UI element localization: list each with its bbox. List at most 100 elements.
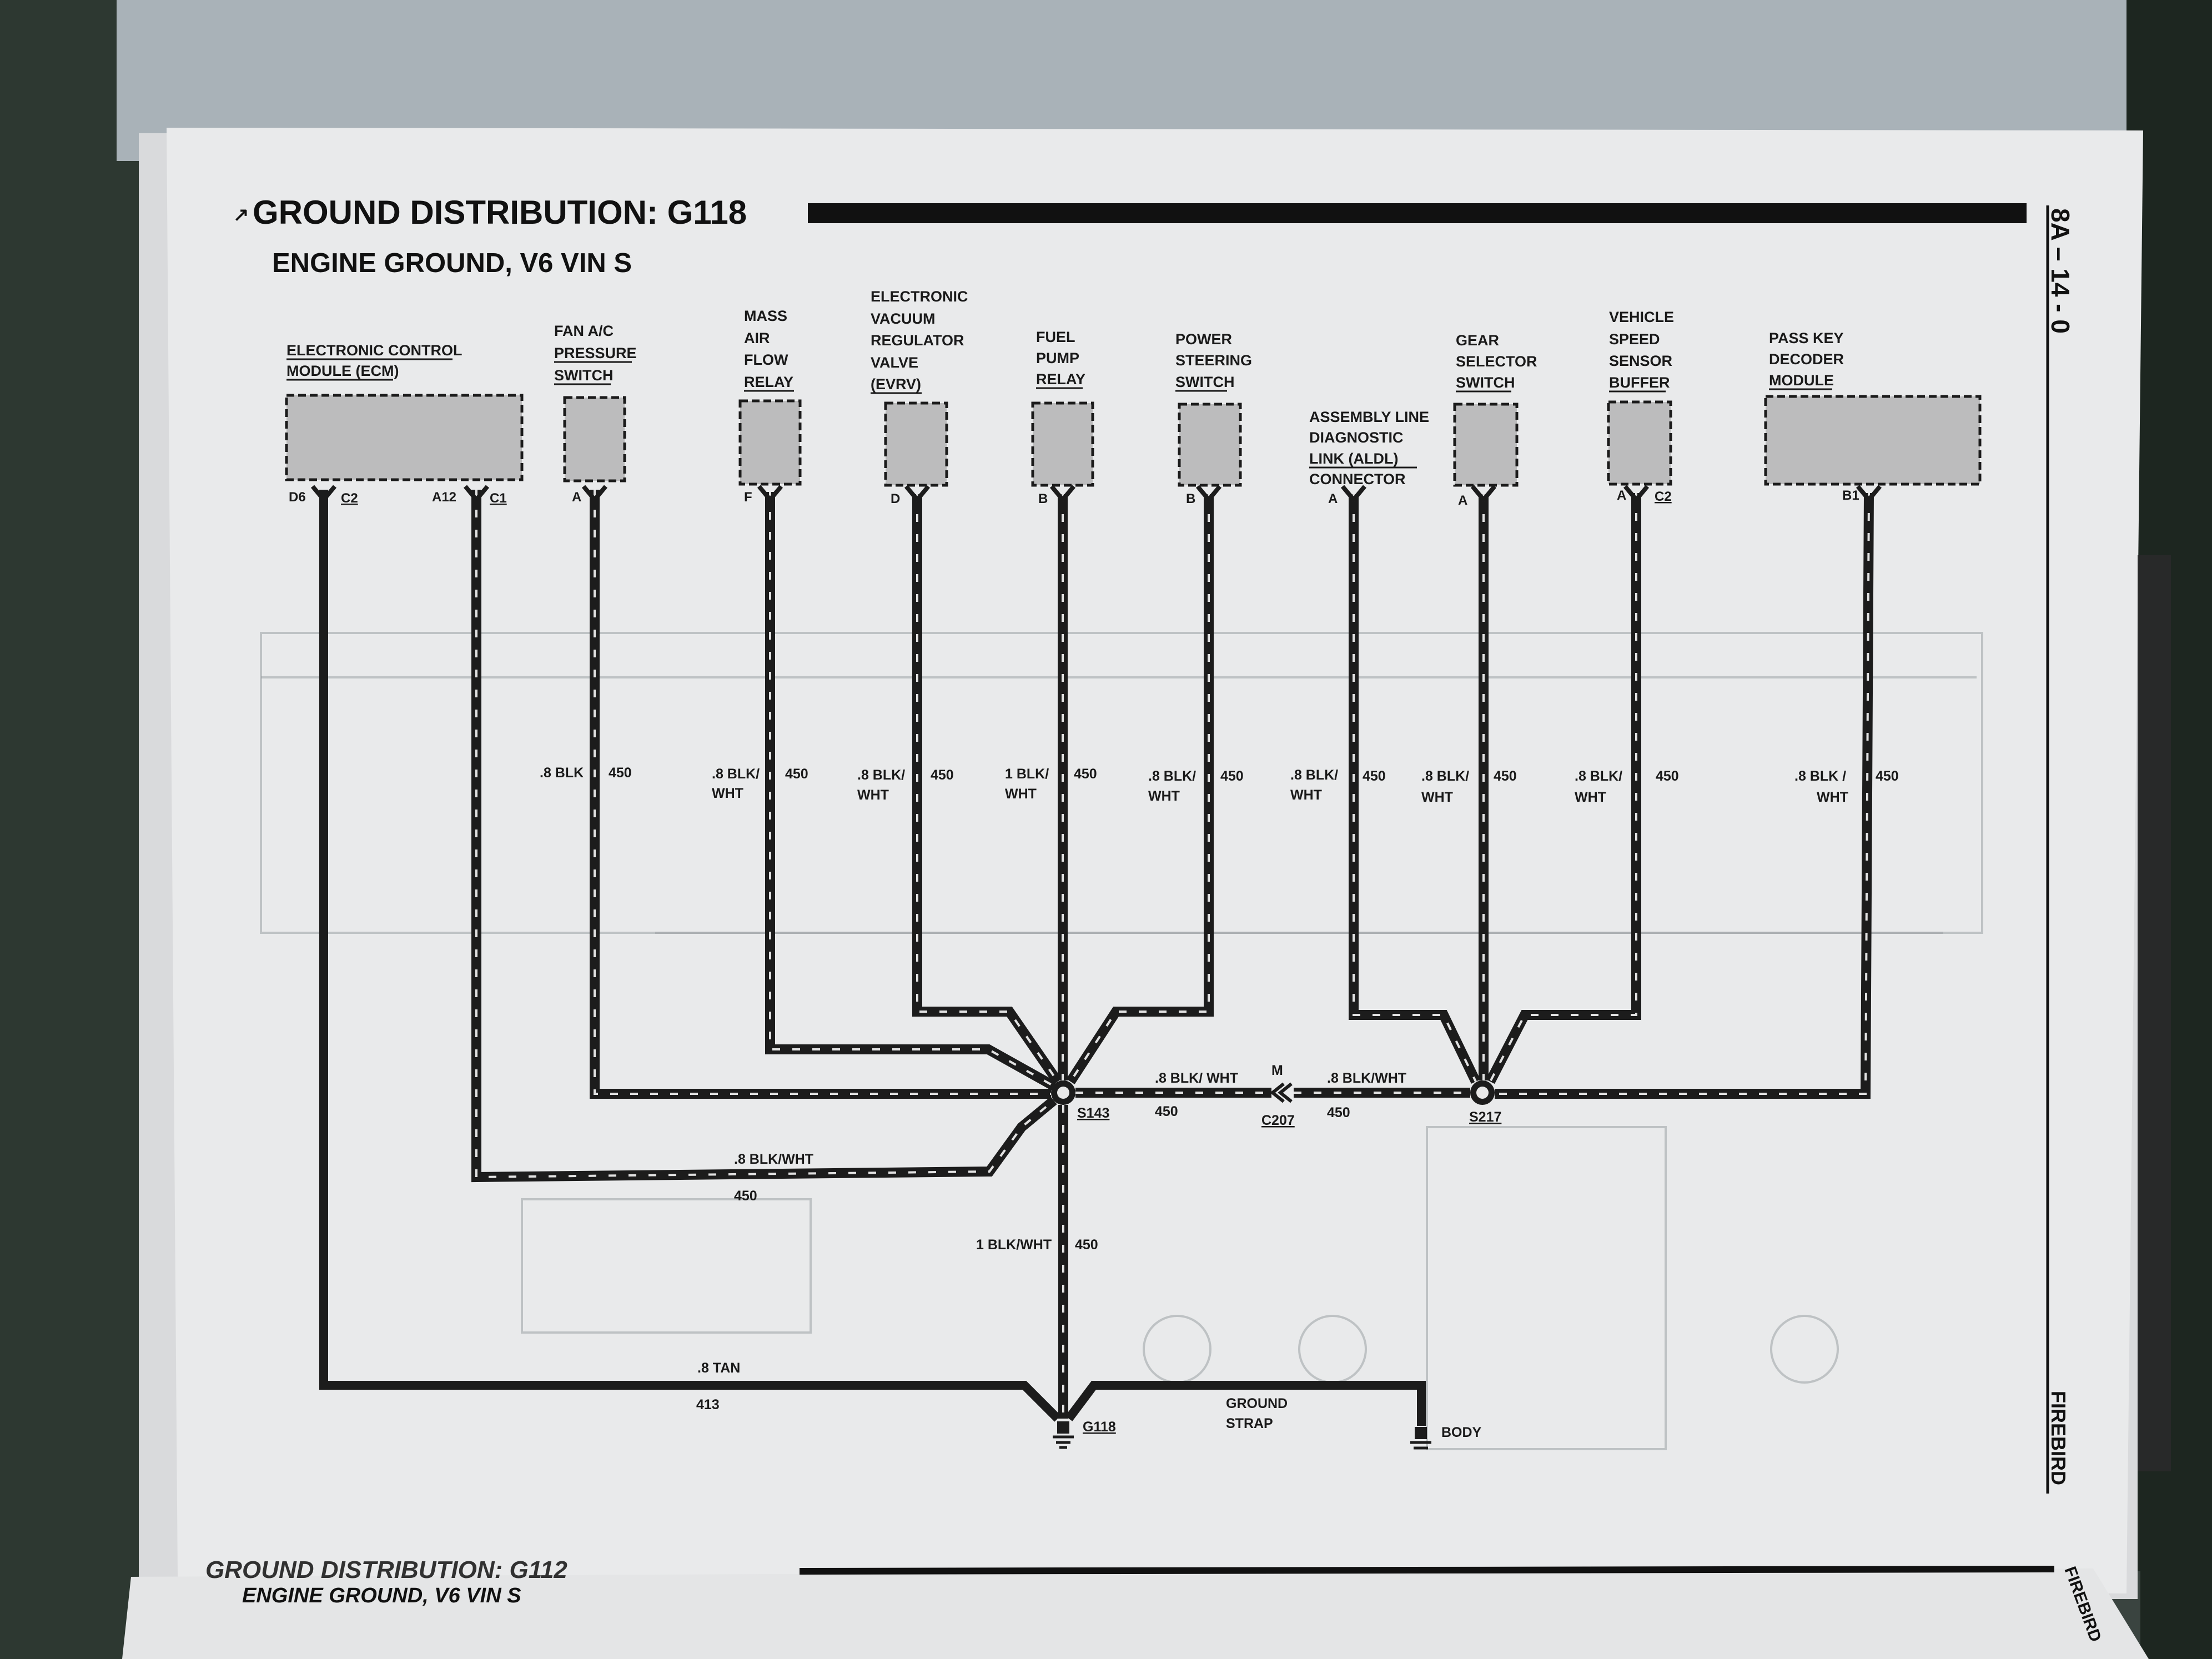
wire-gauge-label: .8 BLK/WHT [734,1152,813,1167]
component-label: SPEED [1609,331,1660,348]
wire-gauge-label: .8 BLK/ [1421,768,1469,784]
component-pass-key-decoder-module: PASS KEY DECODER MODULE B1 [1764,330,1982,503]
pin-arrow-gear-selector-icon [1470,485,1497,504]
component-label: SWITCH [1175,374,1234,390]
component-power-steering-switch: POWER STEERING SWITCH B [1175,331,1252,506]
wire-gauge-label: .8 BLK/ [1575,768,1622,784]
component-label: LINK (ALDL) [1309,450,1398,467]
wire-color-label: WHT [857,787,889,803]
connector-c207: M C207 [1261,1063,1295,1128]
splice-s143: S143 [1051,1080,1109,1121]
pin-arrow-vss-icon [1623,485,1650,504]
pin-label: A [1458,493,1467,508]
wire-color-label: WHT [1148,788,1180,804]
pin-arrow-power-steering-icon [1195,485,1222,504]
pin-label: D6 [289,490,306,505]
wire-circuit-label: 413 [696,1397,720,1412]
pin-label: B [1038,491,1048,506]
wire-gauge-label: .8 BLK/ [1290,767,1338,783]
page-paper [167,128,2143,1593]
component-label: VACUUM [871,310,936,327]
component-evrv: ELECTRONIC VACUUM REGULATOR VALVE (EVRV)… [871,288,968,506]
wire-circuit-label: 450 [1363,768,1386,784]
wire-gauge-label: .8 BLK [540,765,584,781]
ground-label: G118 [1083,1419,1116,1435]
wire-gauge-label: .8 BLK/WHT [1327,1070,1406,1086]
pin-arrow-fan-ac-icon [581,485,608,504]
component-label: VEHICLE [1609,309,1674,325]
splice-label: S217 [1469,1109,1501,1125]
component-label: RELAY [744,374,793,390]
header-rule [808,203,2027,223]
component-label: MODULE [1769,372,1834,389]
wire-pass-key-stripe [1495,492,1870,1095]
wire-fan-ac-stripe [594,490,1051,1095]
pin-label: F [744,490,752,505]
wire-color-label: WHT [1290,787,1322,803]
wire-gauge-label: .8 BLK/ WHT [1155,1070,1238,1086]
wire-labels: .8 BLK 450 .8 BLK/ WHT 450 .8 BLK/ WHT 4… [540,765,1899,1412]
component-label: BUFFER [1609,374,1670,391]
ground-g118: G118 [1053,1419,1116,1449]
wire-circuit-label: 450 [734,1188,757,1204]
component-label: PASS KEY [1769,330,1844,346]
pin-label: B1 [1842,488,1859,503]
pin-arrow-pass-key-icon [1856,485,1882,504]
component-label: PRESSURE [554,345,637,361]
wire-gauge-label: .8 BLK/ [857,767,905,783]
wire-evrv-stripe [916,494,1059,1083]
wire-ecm-a12-stripe [475,490,1055,1179]
component-fuel-pump-relay: FUEL PUMP RELAY B [1031,329,1094,506]
pin-label: A12 [432,490,456,505]
component-label: STEERING [1175,352,1252,369]
wire-gauge-label: 1 BLK/ [1005,766,1049,782]
pin-arrow-maf-icon [757,485,783,504]
wire-circuit-label: 450 [785,766,808,782]
wire-color-label: WHT [1817,790,1848,805]
component-label: FUEL [1036,329,1075,345]
pin-label: A [1328,491,1338,506]
component-label: RELAY [1036,371,1085,388]
ground-icon [1415,1427,1427,1439]
pin-label: C2 [341,491,358,506]
page-number: 8A – 14 - 0 [2046,208,2075,334]
pin-label: A [1617,488,1626,503]
next-page-title: GROUND DISTRIBUTION: G112 [205,1556,567,1583]
wire-circuit-label: 450 [1074,766,1097,782]
ground-icon [1057,1421,1069,1434]
component-vehicle-speed-sensor-buffer: VEHICLE SPEED SENSOR BUFFER A C2 [1607,309,1674,504]
component-label: CONNECTOR [1309,471,1406,487]
pin-label: B [1186,491,1195,506]
ground-body: BODY [1410,1425,1482,1450]
bleed-through-ghost [260,632,1983,1450]
component-label: DECODER [1769,351,1844,368]
splice-s217: S217 [1469,1080,1501,1125]
connector-terminal-letter: M [1271,1063,1283,1078]
pin-label: A [572,490,581,505]
component-label: REGULATOR [871,332,964,349]
wires [310,485,1882,1426]
component-label: VALVE [871,354,918,371]
wire-ground-strap [1065,1381,1426,1426]
wire-circuit-label: 450 [1494,768,1517,784]
component-mass-air-flow-relay: MASS AIR FLOW RELAY F [738,308,802,505]
ground-label: BODY [1441,1425,1482,1440]
component-label: PUMP [1036,350,1079,366]
page-subtitle: ENGINE GROUND, V6 VIN S [272,248,632,278]
wire-gauge-label: .8 BLK/ [1148,768,1196,784]
next-page-rule [799,1566,2055,1575]
wire-aldl-stripe [1353,494,1477,1082]
pin-label: C1 [490,491,507,506]
component-label: SELECTOR [1456,353,1537,370]
ground-strap-label: STRAP [1226,1416,1273,1431]
component-fan-ac-pressure-switch: FAN A/C PRESSURE SWITCH A [554,323,637,505]
title-marker: ↗ [233,204,249,225]
ecm-body [285,394,524,481]
ground-strap-label: GROUND [1226,1396,1288,1411]
component-label: MASS [744,308,787,324]
component-ecm: ELECTRONIC CONTROL MODULE (ECM) D6 C2 A1… [285,342,524,506]
component-label: SENSOR [1609,353,1672,369]
next-page-paper [122,1568,2149,1659]
component-label: FAN A/C [554,323,614,339]
